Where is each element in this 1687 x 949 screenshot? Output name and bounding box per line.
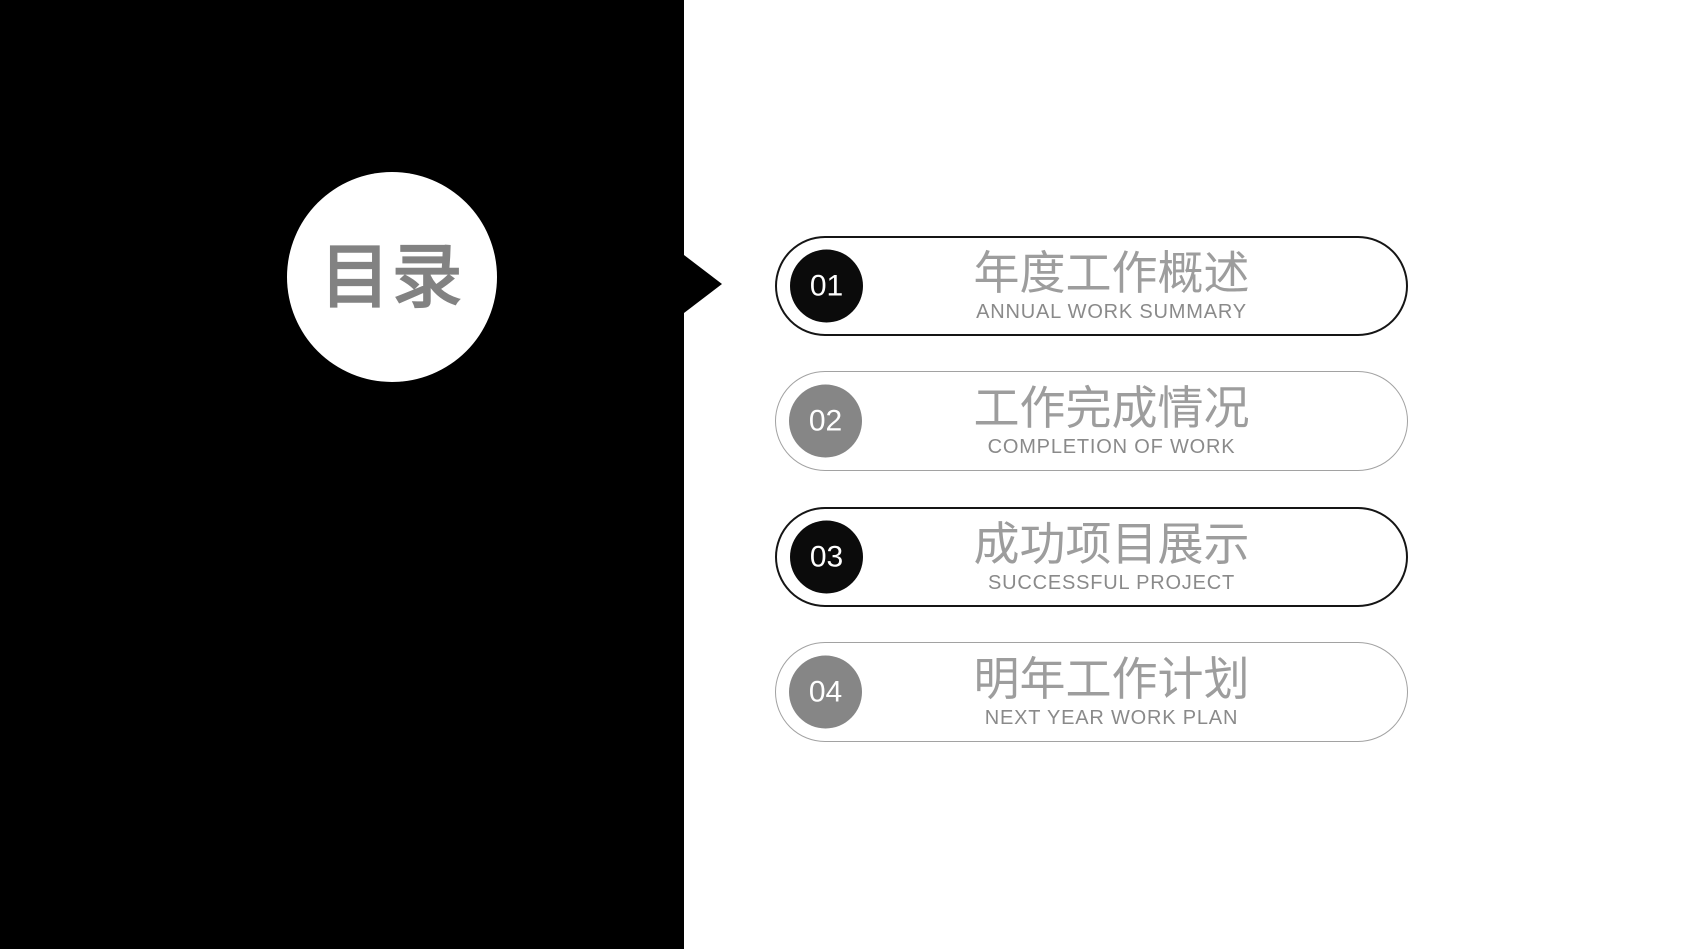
toc-item-02[interactable]: 02 工作完成情况 COMPLETION OF WORK — [775, 371, 1408, 471]
item-text: 成功项目展示 SUCCESSFUL PROJECT — [817, 509, 1406, 605]
item-title: 成功项目展示 — [973, 518, 1250, 570]
toc-circle: 目录 — [287, 172, 497, 382]
item-number: 04 — [808, 675, 843, 708]
item-text: 年度工作概述 ANNUAL WORK SUMMARY — [817, 238, 1406, 334]
arrow-right-icon — [684, 255, 722, 313]
left-panel: 目录 — [0, 0, 684, 949]
item-number: 02 — [808, 404, 843, 437]
item-text: 明年工作计划 NEXT YEAR WORK PLAN — [816, 643, 1407, 741]
toc-item-04[interactable]: 04 明年工作计划 NEXT YEAR WORK PLAN — [775, 642, 1408, 742]
item-text: 工作完成情况 COMPLETION OF WORK — [816, 372, 1407, 470]
item-number: 03 — [809, 540, 844, 573]
toc-item-03[interactable]: 03 成功项目展示 SUCCESSFUL PROJECT — [775, 507, 1408, 607]
item-number-badge: 03 — [790, 520, 863, 594]
toc-title: 目录 — [320, 238, 464, 316]
item-title: 工作完成情况 — [973, 382, 1250, 434]
item-subtitle: SUCCESSFUL PROJECT — [987, 572, 1236, 594]
item-subtitle: COMPLETION OF WORK — [987, 436, 1236, 458]
item-number-badge: 02 — [789, 384, 862, 458]
item-subtitle: NEXT YEAR WORK PLAN — [984, 707, 1239, 729]
toc-item-01[interactable]: 01 年度工作概述 ANNUAL WORK SUMMARY — [775, 236, 1408, 336]
item-subtitle: ANNUAL WORK SUMMARY — [976, 301, 1247, 323]
item-number: 01 — [809, 269, 844, 302]
item-title: 年度工作概述 — [973, 247, 1250, 299]
item-title: 明年工作计划 — [973, 653, 1250, 705]
item-number-badge: 01 — [790, 249, 863, 323]
item-number-badge: 04 — [789, 655, 862, 729]
